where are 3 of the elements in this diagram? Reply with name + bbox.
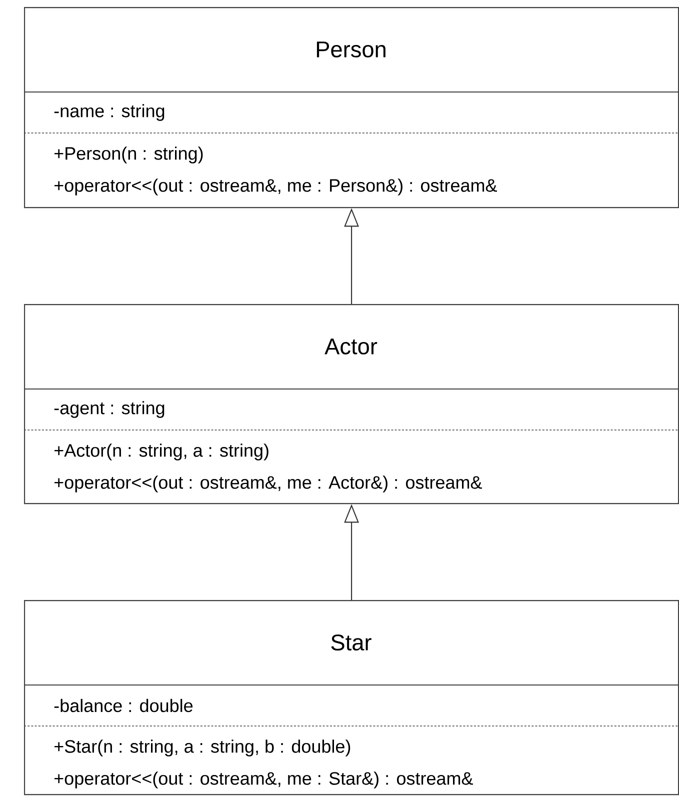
class-box: Actor -agent : string +Actor(n : string, a : string) +operator<<(out : ostream&, me : Actor&) : ostream&	[24, 304, 679, 504]
class-box: Person -name : string +Person(n : string) +operator<<(out : ostream&, me : Person&) : ostream&	[24, 7, 679, 208]
class-box: Star -balance : double +Star(n : string, a : string, b : double) +operator<<(out : ostream&, me : Star&) : ostream&	[24, 600, 679, 796]
